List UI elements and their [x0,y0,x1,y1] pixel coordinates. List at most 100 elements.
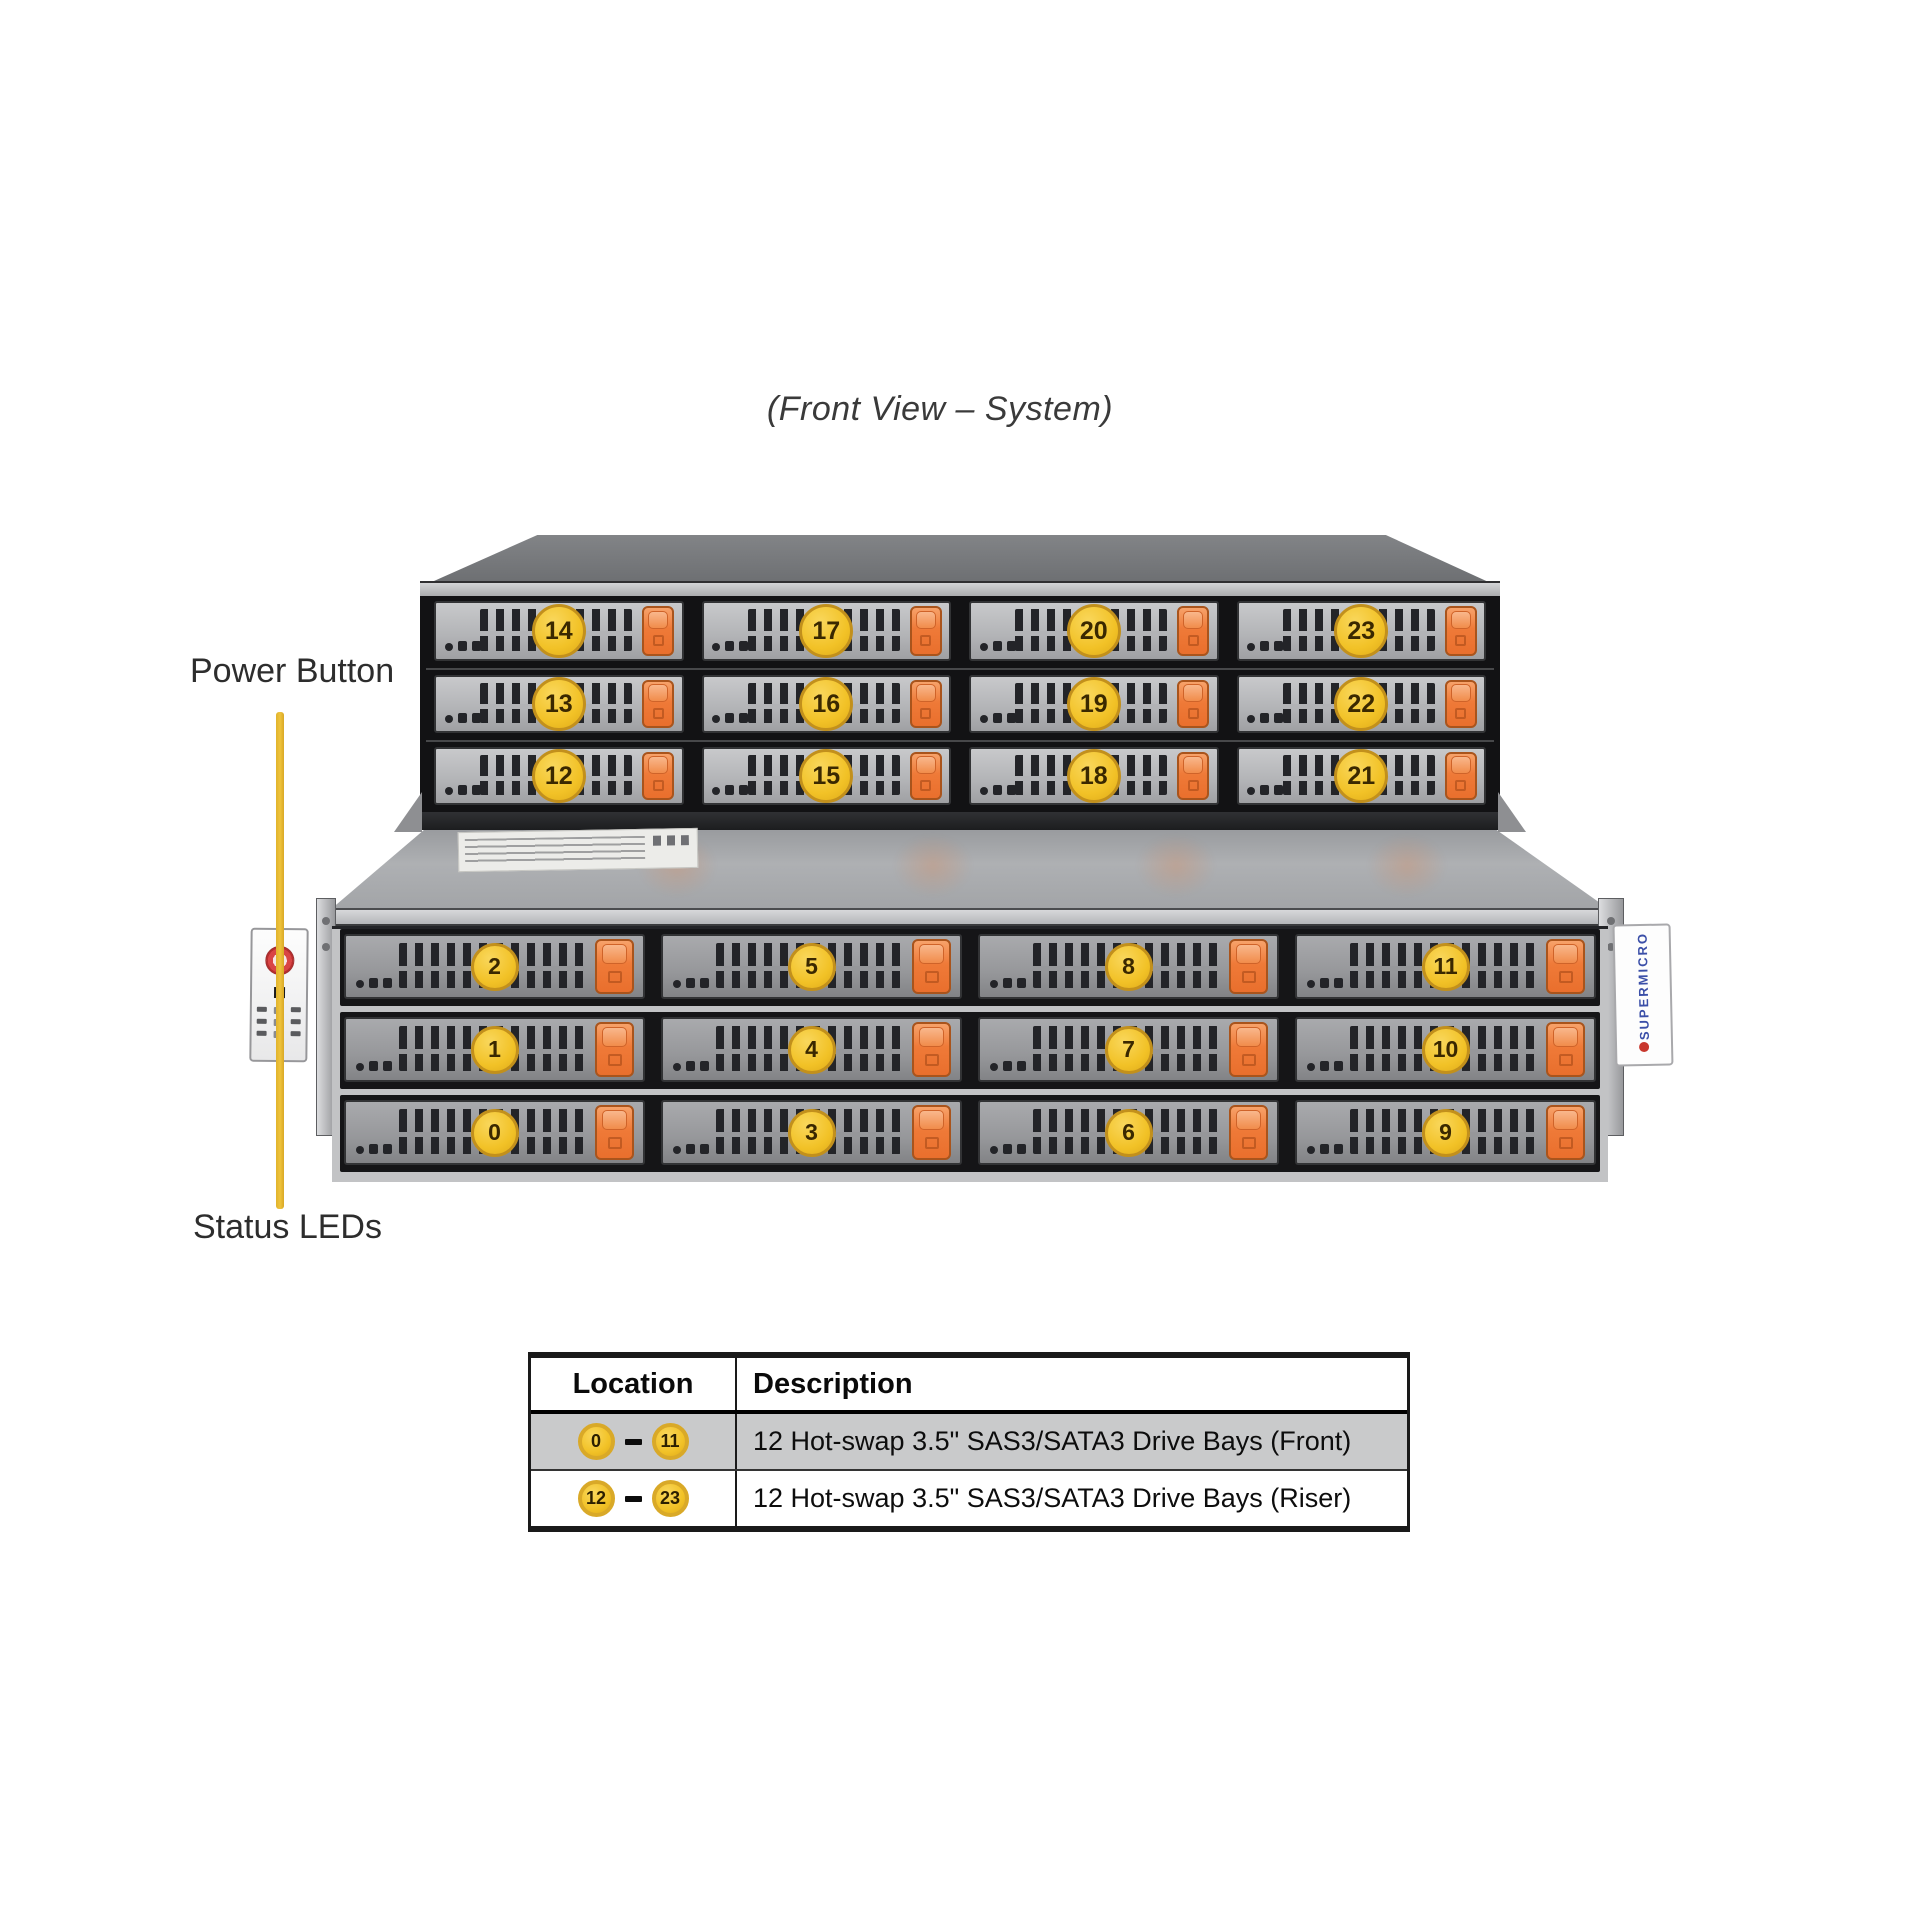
tray-led-dot [457,713,467,724]
tray-led-dot [1003,1144,1013,1155]
chassis-side-wing-right [1498,792,1526,832]
tray-led-dot [356,980,365,989]
drive-bay-14: 14 [434,601,684,661]
tray-led-dot [686,978,696,989]
deck-reflection [1366,834,1447,898]
tray-led-dot [383,1061,393,1072]
drive-bay-2: 2 [344,934,645,999]
riser-bay-row: 13 16 19 22 [426,668,1494,740]
drive-bay-0: 0 [344,1100,645,1165]
drive-bay-20: 20 [969,601,1219,661]
tray-led-dots [673,978,710,989]
tray-latch [642,751,675,801]
drive-bay-9: 9 [1295,1100,1596,1165]
drive-bay-17: 17 [701,601,951,661]
chassis-side-wing-left [394,792,422,832]
tray-led-dot [1003,978,1013,989]
tray-led-dot [1247,643,1256,652]
tray-led-dots [444,785,481,796]
tray-led-dot [1017,978,1027,989]
drive-bay-11: 11 [1295,934,1596,999]
description-cell: 12 Hot-swap 3.5" SAS3/SATA3 Drive Bays (… [753,1483,1352,1513]
tray-led-dot [700,1061,710,1072]
tray-led-dots [979,785,1016,796]
tray-led-dot [673,1063,682,1072]
tray-led-dots [1307,978,1344,989]
brand-logo-text: SUPERMICRO [1634,931,1652,1041]
tray-led-dot [369,978,379,989]
tray-led-dot [1334,1061,1344,1072]
tray-led-dots [673,1144,710,1155]
tray-led-dot [739,785,749,796]
bay-range-end-badge: 23 [651,1480,689,1517]
drive-bay-12: 12 [434,747,684,805]
brand-logo-dot-icon [1638,1041,1650,1053]
bay-number-badge: 14 [531,604,586,658]
bay-number-badge: 3 [787,1108,836,1157]
tray-latch [1177,751,1210,801]
range-dash-icon [624,1438,642,1445]
tray-led-dot [725,785,735,796]
drive-bay-5: 5 [661,934,962,999]
tray-led-dot [1006,713,1016,724]
drive-bay-10: 10 [1295,1017,1596,1082]
tray-led-dot [739,713,749,724]
tray-led-dot [700,1144,710,1155]
tray-led-dots [1247,641,1284,652]
bay-number-badge: 20 [1066,604,1121,658]
tray-led-dot [686,1061,696,1072]
tray-led-dot [992,785,1002,796]
drive-bay-16: 16 [701,675,951,733]
regulatory-label [457,827,699,873]
tray-led-dot [712,787,721,796]
tray-led-dot [1320,1061,1330,1072]
bay-number-badge: 18 [1066,749,1121,803]
bay-number-badge: 21 [1334,749,1389,803]
bay-number-badge: 7 [1104,1025,1153,1074]
tray-led-dot [444,715,453,724]
tray-led-dots [1307,1144,1344,1155]
tray-led-dot [725,713,735,724]
range-dash-icon [624,1495,642,1502]
tray-led-dot [979,715,988,724]
tray-led-dots [979,713,1016,724]
bay-number-badge: 1 [470,1025,519,1074]
bay-number-badge: 11 [1421,942,1470,991]
tray-latch [1177,679,1210,729]
tray-latch [1444,605,1477,657]
tray-led-dot [725,641,735,652]
tray-led-dots [356,1144,393,1155]
description-cell: 12 Hot-swap 3.5" SAS3/SATA3 Drive Bays (… [753,1426,1352,1456]
header-description: Description [753,1367,913,1400]
tray-led-dot [979,787,988,796]
tray-latch [595,1105,635,1160]
tray-led-dot [992,713,1002,724]
drive-bay-1: 1 [344,1017,645,1082]
bay-number-badge: 19 [1066,677,1121,731]
tray-led-dot [1003,1061,1013,1072]
tray-led-dot [1247,715,1256,724]
tray-led-dots [356,978,393,989]
drive-bay-13: 13 [434,675,684,733]
tray-led-dot [444,787,453,796]
tray-led-dots [979,641,1016,652]
tray-latch [909,751,942,801]
tray-led-dot [1017,1144,1027,1155]
bay-number-badge: 8 [1104,942,1153,991]
tray-led-dots [990,978,1027,989]
tray-latch [1546,1105,1586,1160]
bay-number-badge: 10 [1421,1025,1470,1074]
tray-led-dot [356,1063,365,1072]
tray-latch [1177,605,1210,657]
drive-bay-22: 22 [1236,675,1486,733]
chassis-top-cover [425,535,1495,585]
tray-led-dot [1307,980,1316,989]
header-location: Location [531,1358,737,1410]
tray-led-dot [1017,1061,1027,1072]
